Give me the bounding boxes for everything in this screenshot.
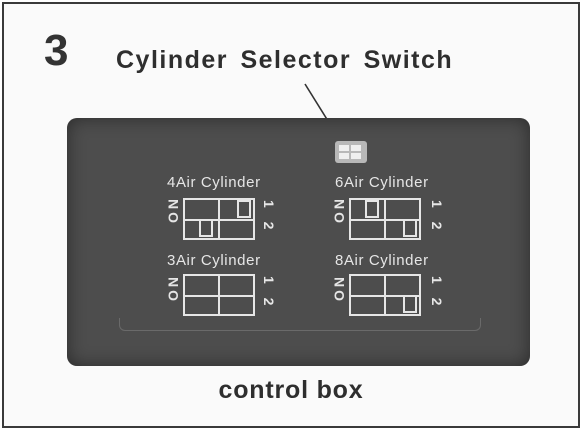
diagram-title: Cylinder Selector Switch [116, 46, 454, 74]
switch-on-label: ON [331, 196, 347, 223]
switch-number-labels: 1 2 [261, 276, 277, 311]
switch-number-labels: 1 2 [429, 276, 445, 311]
dip-knob [237, 200, 251, 218]
switch-on-label: ON [165, 274, 181, 301]
dip-knob [403, 295, 417, 313]
step-number: 3 [44, 26, 69, 75]
dip-switch-6air[interactable] [349, 198, 421, 240]
switch-label: 4Air Cylinder [167, 174, 261, 191]
dip-switch-8air[interactable] [349, 274, 421, 316]
control-box: 4Air Cylinder ON 1 2 6Air Cylinder ON 1 … [67, 118, 530, 366]
dip-knob [403, 219, 417, 237]
switch-on-label: ON [331, 274, 347, 301]
illustration-frame: 3 Cylinder Selector Switch 4Air Cylinder… [2, 2, 580, 428]
box-inner-edge [119, 318, 481, 331]
dip-switch-3air[interactable] [183, 274, 255, 316]
switch-on-label: ON [165, 196, 181, 223]
dip-switch-4air[interactable] [183, 198, 255, 240]
switch-number-labels: 1 2 [429, 200, 445, 235]
dip-knob [199, 219, 213, 237]
switch-number-labels: 1 2 [261, 200, 277, 235]
dip-knob [365, 200, 379, 218]
switch-label: 6Air Cylinder [335, 174, 429, 191]
selector-indicator-icon [335, 141, 367, 163]
switch-label: 8Air Cylinder [335, 252, 429, 269]
control-box-caption: control box [218, 376, 364, 404]
switch-label: 3Air Cylinder [167, 252, 261, 269]
